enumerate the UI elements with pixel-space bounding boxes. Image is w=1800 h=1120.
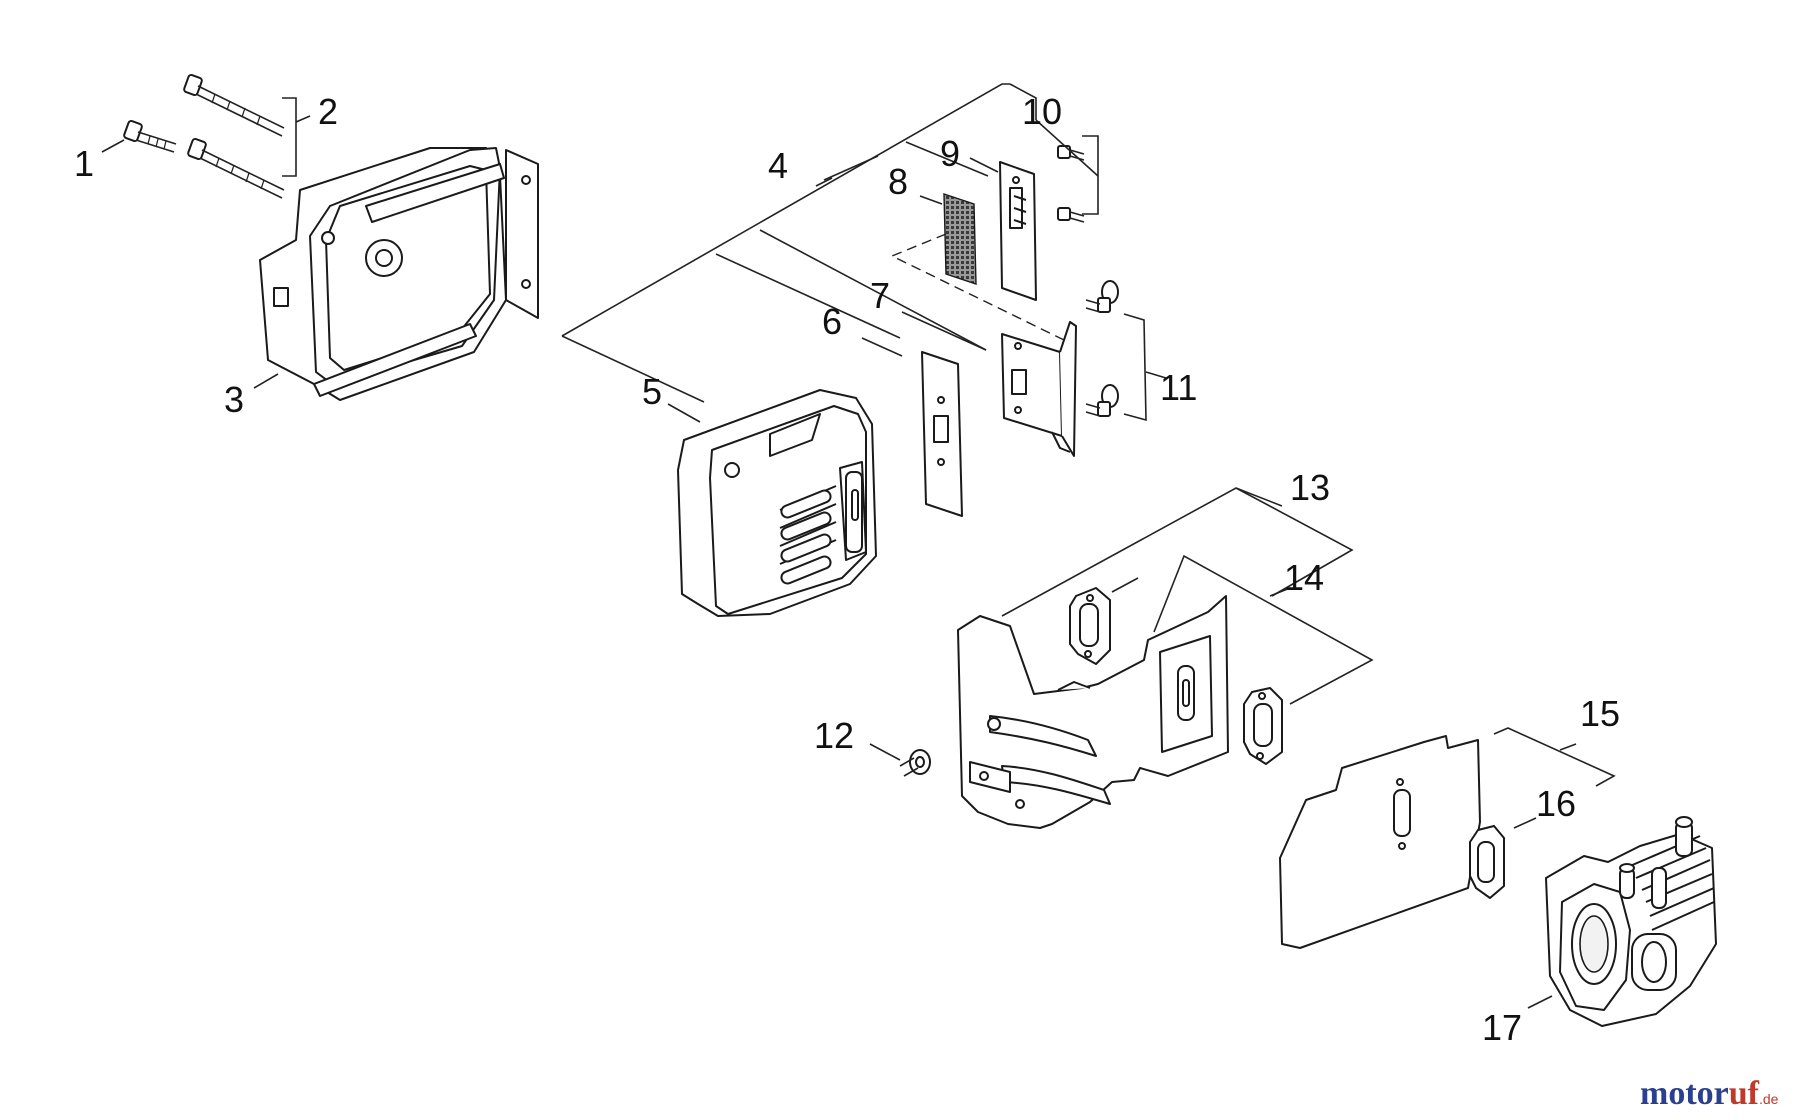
label-part-15: 15 bbox=[1580, 693, 1620, 734]
svg-text:motoruf.de: motoruf.de bbox=[1640, 1075, 1779, 1112]
label-part-14: 14 bbox=[1284, 557, 1324, 598]
watermark-suffix: .de bbox=[1759, 1091, 1779, 1107]
label-part-2: 2 bbox=[318, 91, 338, 132]
label-part-11: 11 bbox=[1160, 367, 1197, 408]
part-10-screws bbox=[1057, 145, 1085, 223]
part-8-screen bbox=[943, 193, 977, 285]
label-part-13: 13 bbox=[1290, 467, 1330, 508]
label-part-8: 8 bbox=[888, 161, 908, 202]
label-part-7: 7 bbox=[870, 275, 890, 316]
part-15-flat-gasket bbox=[1279, 735, 1481, 949]
watermark-brand-a: motor bbox=[1640, 1075, 1729, 1112]
leader-lines bbox=[101, 83, 1616, 1009]
part-6-gasket-plate bbox=[921, 351, 963, 517]
label-part-9: 9 bbox=[940, 133, 960, 174]
label-part-10: 10 bbox=[1022, 91, 1062, 132]
label-part-17: 17 bbox=[1482, 1007, 1522, 1048]
label-part-5: 5 bbox=[642, 371, 662, 412]
part-7-bracket bbox=[1001, 321, 1077, 457]
part-3-muffler-cover bbox=[259, 147, 539, 401]
label-part-4: 4 bbox=[768, 145, 788, 186]
label-part-1: 1 bbox=[74, 143, 94, 184]
part-labels: 1 2 3 4 5 6 7 8 9 10 11 12 13 14 15 16 1… bbox=[74, 91, 1620, 1048]
part-14-gasket bbox=[1243, 687, 1283, 765]
part-13-gasket bbox=[1069, 587, 1111, 665]
part-16-gasket bbox=[1469, 825, 1505, 899]
label-part-12: 12 bbox=[814, 715, 854, 756]
part-17-cylinder bbox=[1545, 816, 1717, 1027]
part-12-bolt bbox=[899, 749, 931, 777]
part-5-muffler bbox=[677, 389, 877, 617]
watermark-brand-b: uf bbox=[1729, 1075, 1760, 1112]
watermark-logo: motoruf.de bbox=[1640, 1075, 1779, 1112]
label-part-16: 16 bbox=[1536, 783, 1576, 824]
part-2-long-bolts bbox=[183, 73, 285, 199]
label-part-6: 6 bbox=[822, 301, 842, 342]
part-1-bolt bbox=[123, 119, 177, 153]
label-part-3: 3 bbox=[224, 379, 244, 420]
part-9-deflector bbox=[999, 161, 1037, 301]
part-11-flanged-screws bbox=[1085, 280, 1119, 417]
part-13-14-heat-plate bbox=[957, 595, 1229, 829]
